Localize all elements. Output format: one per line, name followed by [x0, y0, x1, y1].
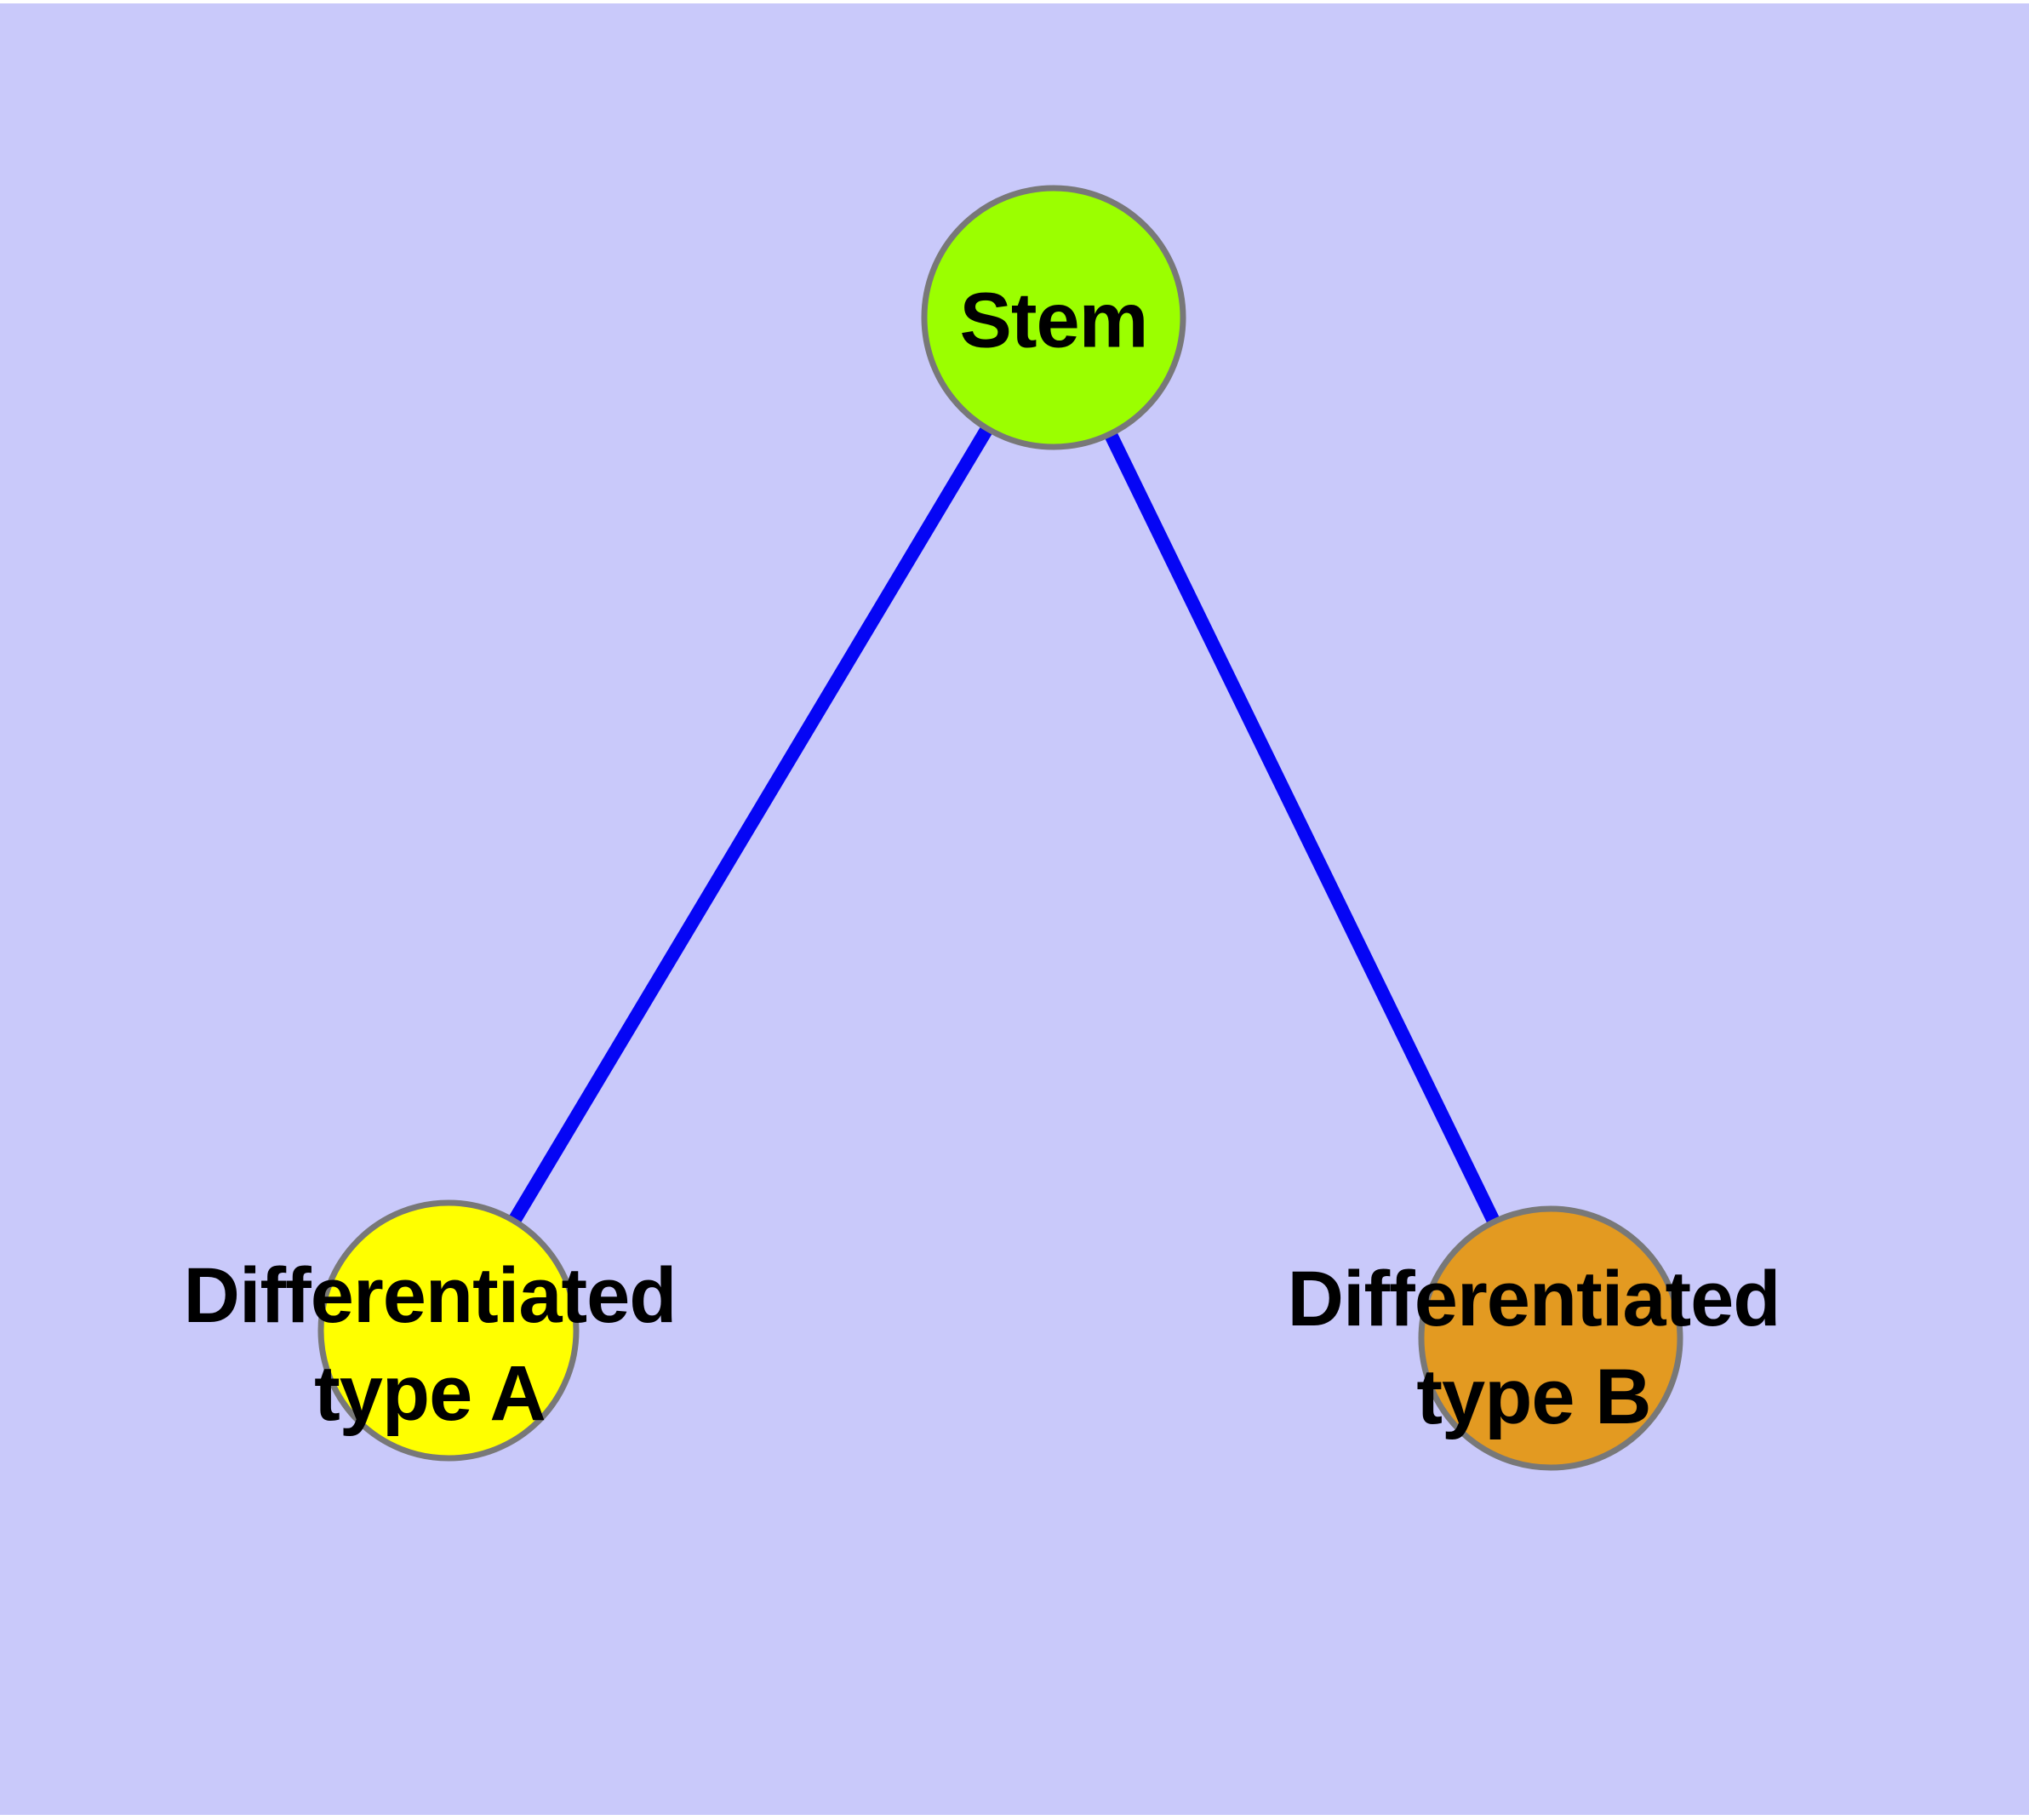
edge-stem-to-type-a: [443, 313, 1060, 1335]
node-type-b-circle: [1418, 1205, 1683, 1471]
edge-stem-to-type-b: [1047, 314, 1557, 1342]
node-type-b-label-line2: type B: [1416, 1354, 1651, 1440]
node-type-a-label-line1: Differentiated: [183, 1252, 677, 1339]
node-type-a-label: Differentiated type A: [184, 1247, 677, 1443]
node-stem-label-text: Stem: [959, 277, 1149, 364]
node-type-b-label-line1: Differentiated: [1287, 1256, 1781, 1342]
node-type-b-label: Differentiated type B: [1287, 1251, 1781, 1446]
node-stem-circle: [921, 185, 1186, 450]
node-type-a-label-line2: type A: [314, 1350, 546, 1437]
node-type-a-circle: [317, 1199, 580, 1462]
node-stem-label: Stem: [959, 272, 1149, 370]
